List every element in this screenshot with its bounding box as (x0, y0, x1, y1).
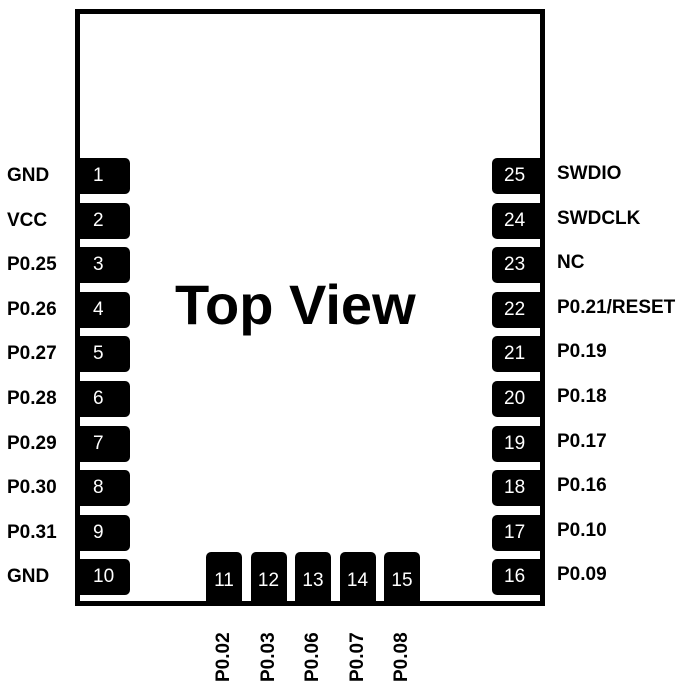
pin-pad-3: 3 (75, 247, 130, 284)
pin-label-1: GND (7, 165, 50, 186)
pin-pad-23: 23 (492, 247, 545, 284)
pin-label-16: P0.09 (557, 564, 607, 586)
pin-pad-13: 13 (295, 552, 331, 606)
module-outline (75, 9, 545, 606)
pin-label-6: P0.28 (7, 388, 57, 409)
pin-label-22: P0.21/RESET (557, 296, 676, 318)
pin-label-15: P0.08 (391, 632, 412, 682)
pin-pad-1: 1 (75, 158, 130, 194)
pin-pad-2: 2 (75, 202, 130, 239)
pin-pad-25: 25 (492, 158, 545, 194)
pin-label-13: P0.06 (302, 632, 323, 682)
pin-label-18: P0.16 (557, 475, 607, 497)
pin-label-14: P0.07 (346, 632, 368, 682)
pin-label-23: NC (557, 252, 585, 274)
pin-pad-8: 8 (75, 470, 130, 507)
pin-label-24: SWDCLK (557, 207, 641, 229)
pin-label-8: P0.30 (7, 477, 57, 499)
pin-label-11: P0.02 (213, 632, 234, 682)
pin-pad-24: 24 (492, 202, 545, 239)
pin-label-12: P0.03 (257, 632, 279, 682)
pin-pad-19: 19 (492, 425, 545, 462)
pin-pad-4: 4 (75, 291, 130, 328)
pin-pad-18: 18 (492, 470, 545, 507)
pin-label-9: P0.31 (7, 521, 57, 543)
pin-pad-11: 11 (206, 552, 242, 606)
pin-pad-22: 22 (492, 291, 545, 328)
pin-label-20: P0.18 (557, 386, 607, 407)
pin-label-5: P0.27 (7, 343, 57, 365)
pin-pad-12: 12 (250, 552, 287, 606)
pin-pad-5: 5 (75, 336, 130, 373)
pin-pad-10: 10 (75, 559, 130, 596)
pin-pad-16: 16 (492, 559, 545, 596)
pin-label-17: P0.10 (557, 519, 607, 541)
pin-pad-15: 15 (384, 552, 420, 606)
pin-label-2: VCC (7, 209, 48, 231)
pin-label-7: P0.29 (7, 432, 57, 454)
pin-pad-7: 7 (75, 425, 130, 462)
pin-label-4: P0.26 (7, 298, 57, 320)
pin-pad-9: 9 (75, 514, 130, 551)
pin-pad-6: 6 (75, 381, 130, 417)
pin-label-25: SWDIO (557, 163, 622, 184)
pin-label-19: P0.17 (557, 430, 607, 452)
pin-label-10: GND (7, 566, 50, 588)
pin-label-21: P0.19 (557, 341, 607, 363)
pin-pad-17: 17 (492, 514, 545, 551)
pin-pad-14: 14 (339, 552, 376, 606)
diagram-title: Top View (175, 273, 416, 336)
pin-pad-21: 21 (492, 336, 545, 373)
pin-pad-20: 20 (492, 381, 545, 417)
pin-label-3: P0.25 (7, 254, 57, 276)
